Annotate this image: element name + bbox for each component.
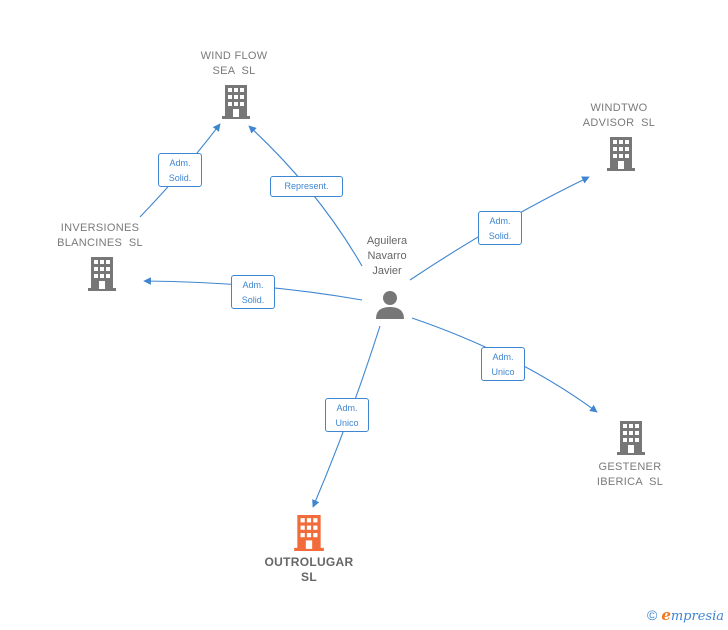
edge-label-adm-unico-outrolugar: Adm. Unico: [325, 398, 369, 432]
brand-logo-text: mpresia: [670, 609, 724, 624]
building-icon[interactable]: [617, 421, 645, 455]
building-icon[interactable]: [88, 257, 116, 291]
copyright-icon: ©: [646, 607, 658, 623]
company-label-windtwo[interactable]: WINDTWO ADVISOR SL: [582, 102, 656, 129]
building-icon[interactable]: [294, 515, 324, 551]
building-icon[interactable]: [222, 85, 250, 119]
brand-watermark: © empresia: [647, 606, 724, 624]
edge-label-adm-solid-windtwo: Adm. Solid.: [478, 211, 522, 245]
person-label[interactable]: Aguilera Navarro Javier: [366, 235, 408, 277]
company-label-gestener[interactable]: GESTENER IBERICA SL: [596, 461, 664, 488]
edge-label-represent: Represent.: [270, 176, 343, 197]
edge-label-adm-unico-gestener: Adm. Unico: [481, 347, 525, 381]
company-label-inversiones[interactable]: INVERSIONES BLANCINES SL: [57, 222, 143, 249]
person-icon[interactable]: [375, 289, 405, 319]
company-label-outrolugar[interactable]: OUTROLUGAR SL: [264, 555, 354, 584]
building-icon[interactable]: [607, 137, 635, 171]
company-label-wind-flow[interactable]: WIND FLOW SEA SL: [200, 50, 268, 77]
edge-label-adm-solid-inversiones-windflow: Adm. Solid.: [158, 153, 202, 187]
edge-label-adm-solid-inversiones: Adm. Solid.: [231, 275, 275, 309]
brand-logo-initial: e: [661, 606, 671, 624]
